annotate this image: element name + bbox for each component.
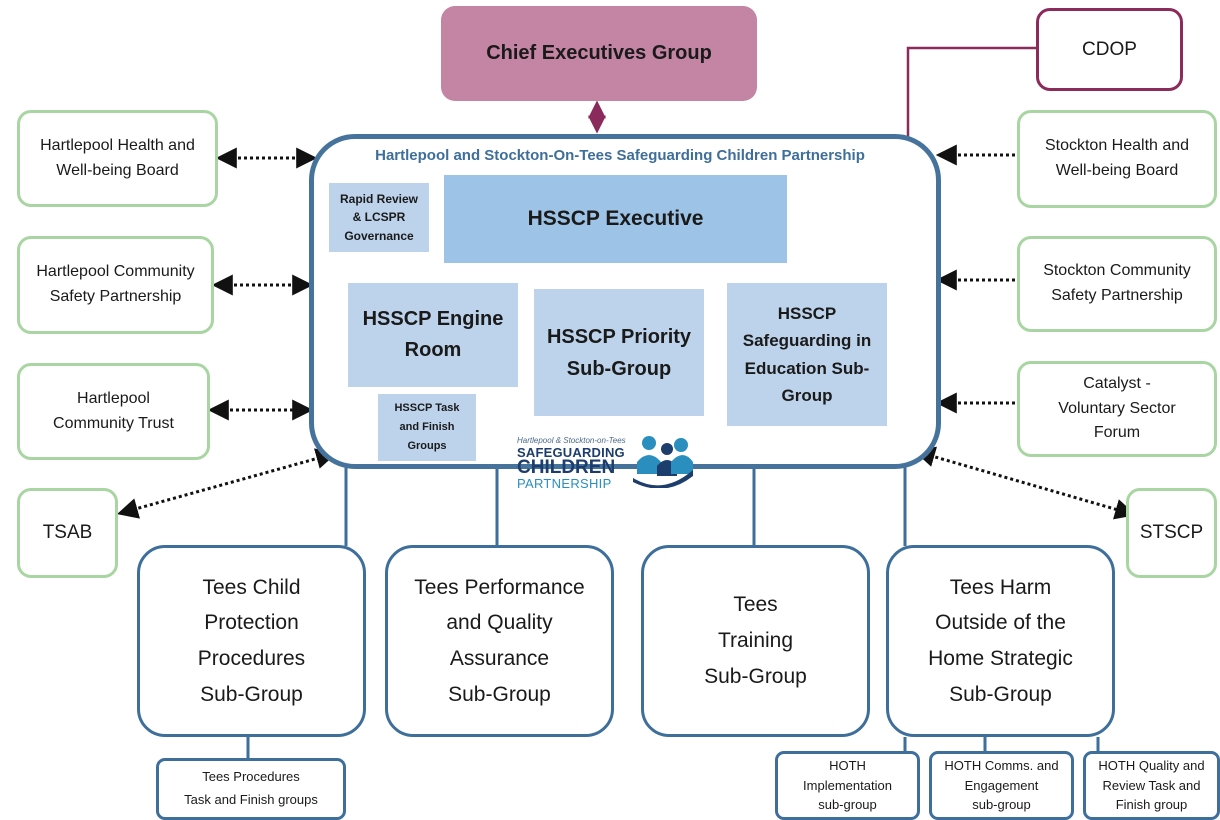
tsab-box[interactable]: TSAB bbox=[17, 488, 118, 578]
hartlepool-health-board[interactable]: Hartlepool Health and Well-being Board bbox=[17, 110, 218, 207]
priority-line-2: Sub-Group bbox=[566, 357, 672, 380]
task-finish-line-3: Groups bbox=[407, 439, 447, 452]
harm-outside-home-subgroup[interactable]: Tees Harm Outside of the Home Strategic … bbox=[886, 545, 1115, 737]
training-line-3: Sub-Group bbox=[704, 664, 807, 688]
cdop-box[interactable]: CDOP bbox=[1036, 8, 1183, 91]
hartlepool-trust-line-1: Hartlepool bbox=[77, 389, 150, 407]
harm-line-4: Sub-Group bbox=[949, 682, 1052, 706]
catalyst-line-3: Forum bbox=[1093, 424, 1141, 442]
hsscp-executive-box[interactable]: HSSCP Executive bbox=[444, 175, 787, 263]
hoth-comms-line-2: Engagement bbox=[964, 777, 1039, 793]
hartlepool-health-line-2: Well-being Board bbox=[56, 161, 179, 179]
stockton-health-line-2: Well-being Board bbox=[1055, 162, 1179, 179]
rapid-review-line-2: & LCSPR bbox=[352, 210, 406, 225]
stockton-safety-line-1: Stockton Community bbox=[1043, 262, 1191, 280]
stscp-label: STSCP bbox=[1139, 522, 1204, 544]
rapid-review-line-1: Rapid Review bbox=[339, 191, 419, 206]
stscp-box[interactable]: STSCP bbox=[1126, 488, 1217, 578]
harm-line-1: Tees Harm bbox=[949, 575, 1052, 599]
engine-room-box[interactable]: HSSCP Engine Room bbox=[348, 283, 518, 387]
education-line-4: Group bbox=[781, 385, 833, 405]
hartlepool-health-line-1: Hartlepool Health and bbox=[40, 136, 195, 154]
performance-line-4: Sub-Group bbox=[448, 682, 551, 706]
catalyst-forum[interactable]: Catalyst - Voluntary Sector Forum bbox=[1017, 361, 1217, 457]
stockton-safety-line-2: Safety Partnership bbox=[1051, 287, 1183, 304]
education-line-3: Education Sub- bbox=[744, 358, 870, 378]
hartlepool-safety-line-2: Safety Partnership bbox=[49, 288, 182, 305]
stockton-health-board[interactable]: Stockton Health and Well-being Board bbox=[1017, 110, 1217, 208]
child-protection-line-4: Sub-Group bbox=[200, 682, 303, 706]
hoth-impl-line-3: sub-group bbox=[818, 797, 877, 813]
harm-line-2: Outside of the bbox=[935, 611, 1066, 635]
chief-executives-label: Chief Executives Group bbox=[486, 42, 712, 64]
stockton-community-safety[interactable]: Stockton Community Safety Partnership bbox=[1017, 236, 1217, 332]
performance-line-3: Assurance bbox=[449, 647, 550, 670]
link-tsab bbox=[116, 448, 338, 519]
hartlepool-trust-line-2: Community Trust bbox=[53, 414, 174, 432]
priority-subgroup-box[interactable]: HSSCP Priority Sub-Group bbox=[534, 289, 704, 416]
catalyst-line-1: Catalyst - bbox=[1083, 374, 1151, 392]
hoth-implementation-subgroup[interactable]: HOTH Implementation sub-group bbox=[775, 751, 920, 820]
child-protection-line-2: Protection bbox=[204, 611, 299, 635]
task-finish-line-2: and Finish bbox=[399, 421, 455, 434]
logo-children: CHILDREN bbox=[517, 457, 616, 478]
catalyst-line-2: Voluntary Sector bbox=[1058, 399, 1176, 417]
task-finish-groups-box[interactable]: HSSCP Task and Finish Groups bbox=[378, 394, 476, 461]
hoth-comms-line-1: HOTH Comms. and bbox=[944, 758, 1059, 774]
cdop-label: CDOP bbox=[1082, 38, 1137, 60]
tsab-label: TSAB bbox=[42, 522, 93, 544]
training-line-2: Training bbox=[717, 629, 794, 653]
logo-small-text: Hartlepool & Stockton-on-Tees bbox=[517, 436, 626, 445]
task-finish-line-1: HSSCP Task bbox=[394, 402, 460, 415]
engine-room-line-1: HSSCP Engine bbox=[362, 308, 504, 330]
child-protection-line-3: Procedures bbox=[197, 647, 306, 670]
performance-subgroup[interactable]: Tees Performance and Quality Assurance S… bbox=[385, 545, 614, 737]
link-stscp bbox=[913, 446, 1137, 520]
people-icon bbox=[633, 436, 693, 488]
logo-safeguarding: SAFEGUARDING bbox=[517, 445, 625, 460]
partnership-title: Hartlepool and Stockton-On-Tees Safeguar… bbox=[375, 147, 865, 164]
priority-line-1: HSSCP Priority bbox=[546, 325, 692, 348]
procedures-line-1: Tees Procedures bbox=[202, 769, 300, 785]
stockton-health-line-1: Stockton Health and bbox=[1044, 137, 1190, 155]
hoth-comms-subgroup[interactable]: HOTH Comms. and Engagement sub-group bbox=[929, 751, 1074, 820]
hartlepool-safety-line-1: Hartlepool Community bbox=[36, 263, 195, 281]
tees-procedures-task-finish[interactable]: Tees Procedures Task and Finish groups bbox=[156, 758, 346, 820]
education-line-1: HSSCP bbox=[777, 304, 837, 324]
hoth-quality-line-2: Review Task and bbox=[1102, 777, 1201, 793]
performance-line-2: and Quality bbox=[446, 611, 553, 635]
chief-executives-group[interactable]: Chief Executives Group bbox=[441, 6, 757, 101]
procedures-line-2: Task and Finish groups bbox=[184, 792, 318, 807]
training-subgroup[interactable]: Tees Training Sub-Group bbox=[641, 545, 870, 737]
child-protection-subgroup[interactable]: Tees Child Protection Procedures Sub-Gro… bbox=[137, 545, 366, 737]
hoth-quality-review-group[interactable]: HOTH Quality and Review Task and Finish … bbox=[1083, 751, 1220, 820]
education-subgroup-box[interactable]: HSSCP Safeguarding in Education Sub- Gro… bbox=[727, 283, 887, 426]
rapid-review-box[interactable]: Rapid Review & LCSPR Governance bbox=[329, 183, 429, 252]
hsscp-logo: Hartlepool & Stockton-on-Tees SAFEGUARDI… bbox=[517, 434, 695, 491]
education-line-2: Safeguarding in bbox=[742, 331, 872, 351]
hoth-quality-line-3: Finish group bbox=[1115, 797, 1188, 813]
hoth-impl-line-2: Implementation bbox=[803, 777, 892, 793]
hartlepool-community-safety[interactable]: Hartlepool Community Safety Partnership bbox=[17, 236, 214, 334]
hoth-quality-line-1: HOTH Quality and bbox=[1098, 758, 1205, 774]
harm-line-3: Home Strategic bbox=[928, 647, 1073, 670]
hartlepool-community-trust[interactable]: Hartlepool Community Trust bbox=[17, 363, 210, 460]
hsscp-executive-label: HSSCP Executive bbox=[527, 207, 704, 230]
hoth-impl-line-1: HOTH bbox=[829, 758, 866, 774]
logo-partnership: PARTNERSHIP bbox=[517, 476, 612, 491]
training-line-1: Tees bbox=[733, 593, 778, 617]
child-protection-line-1: Tees Child bbox=[202, 575, 301, 599]
rapid-review-line-3: Governance bbox=[344, 228, 414, 243]
hoth-comms-line-3: sub-group bbox=[972, 797, 1031, 813]
engine-room-line-2: Room bbox=[404, 339, 462, 361]
performance-line-1: Tees Performance bbox=[414, 575, 585, 599]
